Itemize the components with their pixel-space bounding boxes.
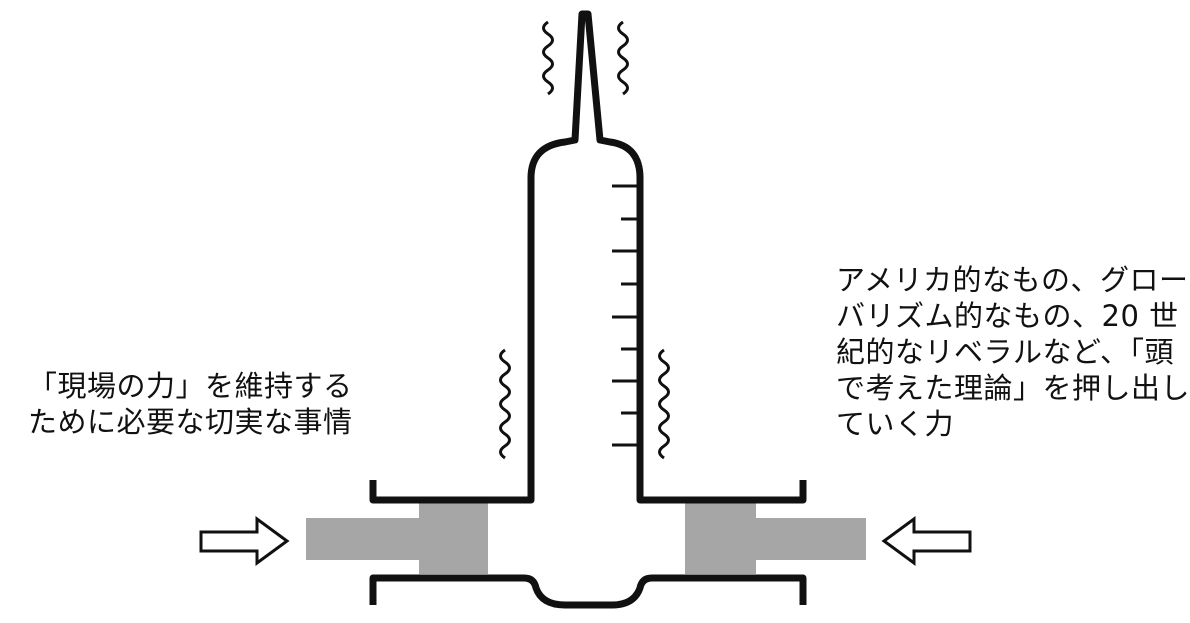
heat-wave-icon xyxy=(499,348,511,460)
caption-line: 紀的なリベラルなど、「頭 xyxy=(836,335,1175,369)
caption-line: ために必要な切実な事情 xyxy=(28,405,353,439)
caption-line: で考えた理論」を押し出し xyxy=(836,371,1190,405)
syringe-body xyxy=(369,10,807,504)
left-plunger xyxy=(306,518,419,560)
heat-wave-icon xyxy=(658,348,670,460)
arrow-right-icon xyxy=(199,516,290,566)
caption-line: ていく力 xyxy=(836,407,955,441)
caption-line: アメリカ的なもの、グロー xyxy=(836,263,1189,297)
left-caption: 「現場の力」を維持する ために必要な切実な事情 xyxy=(28,368,353,440)
heat-wave-icon xyxy=(542,20,554,96)
syringe-diagram xyxy=(199,10,972,609)
caption-line: バリズム的なもの、20 世 xyxy=(836,299,1179,333)
right-plunger xyxy=(756,518,866,560)
syringe-bottom xyxy=(369,574,807,609)
caption-line: 「現場の力」を維持する xyxy=(28,369,353,403)
right-plunger-head xyxy=(685,502,756,574)
right-caption: アメリカ的なもの、グロー バリズム的なもの、20 世 紀的なリベラルなど、「頭 … xyxy=(836,262,1190,442)
left-plunger-head xyxy=(419,502,488,574)
heat-wave-icon xyxy=(617,20,629,96)
arrow-left-icon xyxy=(881,516,972,566)
graduation-scale xyxy=(612,184,640,447)
